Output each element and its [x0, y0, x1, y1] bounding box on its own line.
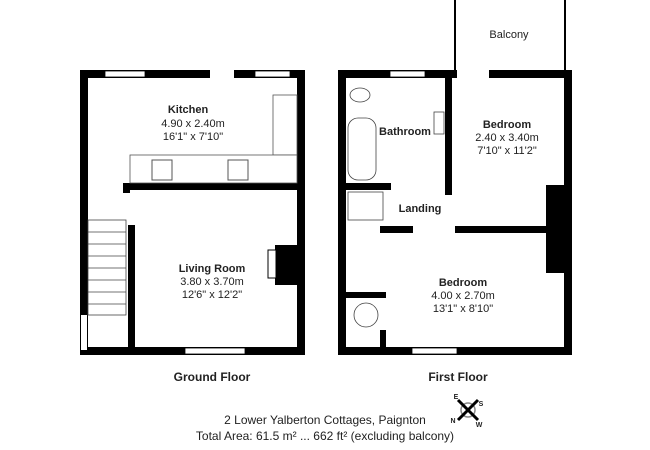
room-metric-bedroom-2: 2.40 x 3.40m — [475, 132, 539, 144]
room-name-landing: Landing — [399, 203, 442, 215]
address: 2 Lower Yalberton Cottages, Paignton — [224, 413, 426, 427]
room-metric-living-room: 3.80 x 3.70m — [180, 276, 244, 288]
first-floor-plan — [338, 0, 572, 355]
compass-rose-icon: E S N W — [450, 394, 483, 429]
room-name-bedroom-2: Bedroom — [483, 119, 532, 131]
room-name-bedroom-1: Bedroom — [439, 277, 488, 289]
room-name-living-room: Living Room — [179, 263, 246, 275]
room-name-bathroom: Bathroom — [379, 126, 431, 138]
room-imperial-bedroom-1: 13'1" x 8'10" — [433, 303, 493, 315]
room-name-kitchen: Kitchen — [168, 104, 209, 116]
room-metric-bedroom-1: 4.00 x 2.70m — [431, 290, 495, 302]
svg-text:W: W — [476, 422, 483, 429]
total-area: Total Area: 61.5 m² ... 662 ft² (excludi… — [196, 429, 454, 443]
ground-floor-label: Ground Floor — [174, 370, 251, 384]
room-name-balcony: Balcony — [489, 29, 529, 41]
room-imperial-bedroom-2: 7'10" x 11'2" — [477, 145, 537, 157]
room-imperial-kitchen: 16'1" x 7'10" — [163, 131, 223, 143]
room-metric-kitchen: 4.90 x 2.40m — [161, 118, 225, 130]
svg-text:E: E — [454, 394, 459, 401]
first-floor-label: First Floor — [428, 370, 488, 384]
ground-floor-plan — [80, 69, 305, 355]
room-imperial-living-room: 12'6" x 12'2" — [182, 289, 242, 301]
svg-text:N: N — [450, 418, 455, 425]
svg-text:S: S — [479, 401, 484, 408]
